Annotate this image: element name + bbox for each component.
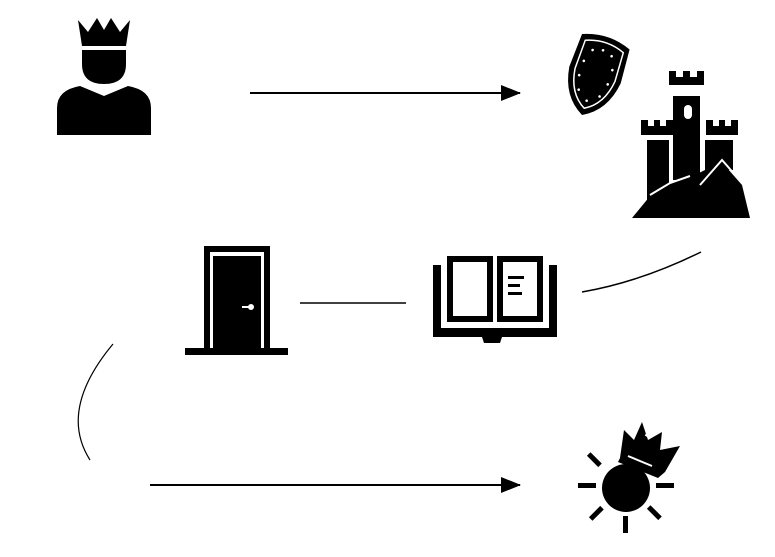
- edge-castle-book: [581, 251, 702, 293]
- shield-icon: [568, 33, 630, 115]
- castle-icon: [632, 71, 750, 218]
- book-icon: [433, 256, 557, 343]
- sun-crown-icon: [578, 422, 680, 533]
- door-icon: [185, 246, 288, 355]
- king-icon: [57, 18, 151, 135]
- edge-door-curve: [77, 343, 114, 461]
